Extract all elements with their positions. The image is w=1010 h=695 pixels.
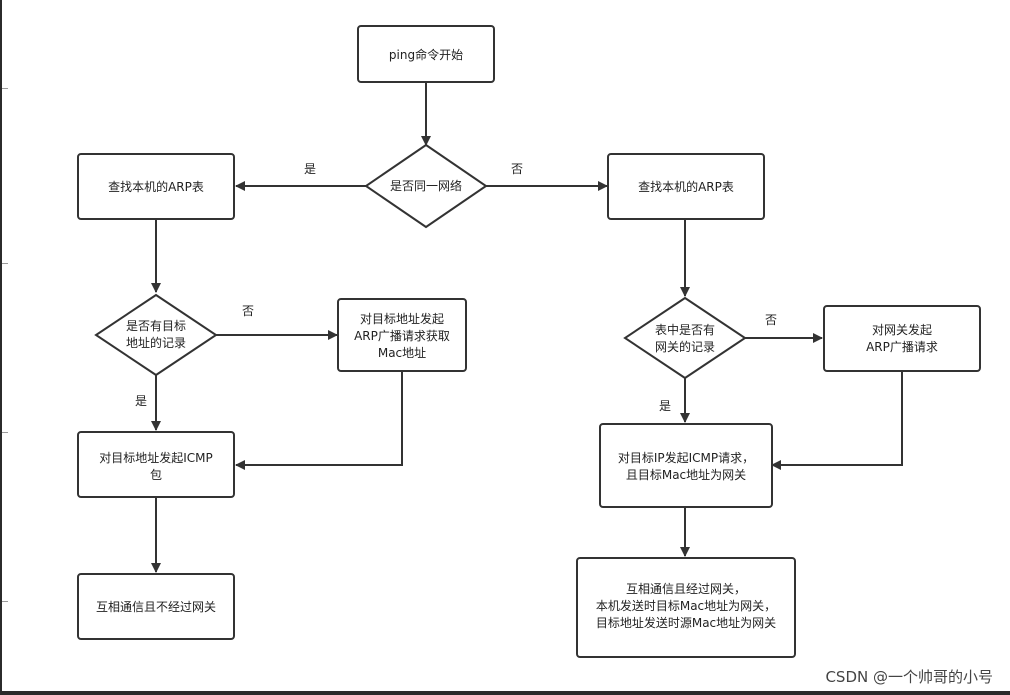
edge-left-broadcast-to-icmp — [235, 371, 403, 470]
diagram-frame-bottom — [0, 691, 1010, 695]
arp-broadcast-target-label-line2: ARP广播请求获取 — [354, 329, 450, 343]
communicate-via-gateway-label-line1: 互相通信且经过网关， — [626, 582, 746, 596]
communicate-via-gateway-label-line2: 本机发送时目标Mac地址为网关， — [596, 598, 776, 613]
send-icmp-gateway-label-line1: 对目标IP发起ICMP请求， — [618, 450, 754, 465]
watermark: CSDN @一个帅哥的小号 — [825, 668, 993, 686]
frame-tick — [2, 88, 8, 89]
send-icmp-target-label-line2: 包 — [150, 468, 162, 482]
edge-label-same-no: 否 — [511, 162, 523, 176]
edge-label-right-record-yes: 是 — [659, 399, 671, 413]
communicate-no-gateway-box — [77, 573, 235, 640]
edge-label-left-record-no: 否 — [242, 304, 254, 318]
decision-has-target-record-label-line1: 是否有目标 — [126, 319, 186, 333]
send-icmp-gateway-label-line2: 且目标Mac地址为网关 — [626, 468, 746, 482]
frame-tick — [2, 263, 8, 264]
diagram-frame-left — [0, 0, 2, 695]
arp-broadcast-target-label-line3: Mac地址 — [378, 346, 426, 360]
arp-broadcast-target-label-line1: 对目标地址发起 — [360, 311, 444, 326]
edge-label-right-record-no: 否 — [765, 313, 777, 327]
left-lookup-arp-label: 查找本机的ARP表 — [108, 179, 204, 194]
start-box — [357, 25, 495, 83]
communicate-via-gateway-label-line3: 目标地址发送时源Mac地址为网关 — [596, 615, 776, 630]
send-icmp-target-box — [77, 431, 235, 498]
send-icmp-gateway-box — [599, 423, 773, 508]
decision-has-gateway-record — [623, 296, 747, 380]
left-lookup-arp-box — [77, 153, 235, 220]
right-lookup-arp-box — [607, 153, 765, 220]
start-label: ping命令开始 — [389, 47, 463, 62]
arp-broadcast-gateway-label-line2: ARP广播请求 — [866, 340, 938, 354]
right-lookup-arp-label: 查找本机的ARP表 — [638, 179, 734, 194]
decision-has-gateway-record-label-line2: 网关的记录 — [655, 339, 715, 354]
arp-broadcast-gateway-label-line1: 对网关发起 — [872, 322, 932, 337]
decision-has-target-record — [94, 293, 218, 377]
arp-broadcast-target-box — [337, 298, 467, 372]
frame-tick — [2, 601, 8, 602]
frame-tick — [2, 432, 8, 433]
edge-label-left-record-yes: 是 — [135, 394, 147, 408]
communicate-via-gateway-box — [576, 557, 796, 658]
decision-same-network — [364, 143, 488, 229]
edge-right-broadcast-to-icmp — [771, 371, 903, 470]
communicate-no-gateway-label: 互相通信且不经过网关 — [96, 600, 216, 614]
arp-broadcast-gateway-box — [823, 305, 981, 372]
decision-same-network-label: 是否同一网络 — [390, 178, 462, 193]
decision-has-gateway-record-label-line1: 表中是否有 — [655, 322, 715, 337]
edge-label-same-yes: 是 — [304, 162, 316, 176]
send-icmp-target-label-line1: 对目标地址发起ICMP — [99, 450, 213, 465]
decision-has-target-record-label-line2: 地址的记录 — [126, 335, 186, 350]
